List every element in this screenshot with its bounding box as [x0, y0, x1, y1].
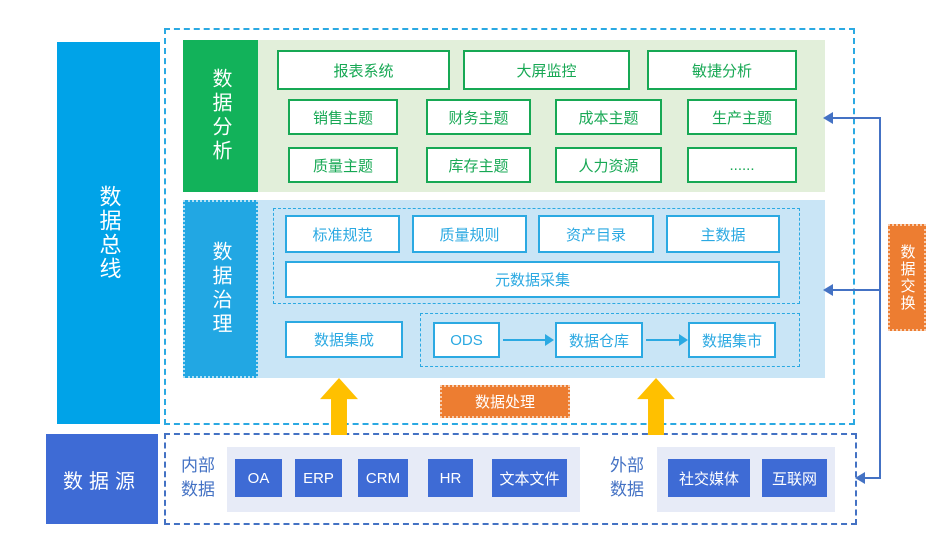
flow-box-ods: ODS — [433, 322, 500, 358]
data-bus-pillar: 数据总线 — [57, 42, 160, 424]
data-processing-box: 数据处理 — [440, 385, 570, 418]
analysis-box-agile-analysis: 敏捷分析 — [647, 50, 797, 90]
analysis-box-hr-theme: 人力资源 — [555, 147, 662, 183]
analysis-box-report-system: 报表系统 — [277, 50, 450, 90]
analysis-box-screen-monitor: 大屏监控 — [463, 50, 630, 90]
exchange-arrow-line-source — [864, 477, 880, 479]
governance-section-label: 数据治理 — [183, 200, 258, 378]
governance-rules-dashed-group — [273, 208, 800, 304]
source-box-internet: 互联网 — [762, 459, 827, 497]
source-box-erp: ERP — [295, 459, 342, 497]
exchange-arrowhead-governance — [823, 284, 833, 296]
analysis-box-ellipsis: ...... — [687, 147, 797, 183]
data-exchange-box: 数据交换 — [888, 224, 926, 331]
exchange-connector-vertical-line — [879, 117, 881, 479]
governance-box-metadata-collection: 元数据采集 — [285, 261, 780, 298]
exchange-arrow-line-analysis — [832, 117, 880, 119]
analysis-box-cost-theme: 成本主题 — [555, 99, 662, 135]
governance-box-master-data: 主数据 — [666, 215, 780, 253]
governance-box-quality-rules: 质量规则 — [412, 215, 527, 253]
analysis-box-inventory-theme: 库存主题 — [426, 147, 531, 183]
source-box-crm: CRM — [358, 459, 408, 497]
governance-box-standards: 标准规范 — [285, 215, 400, 253]
analysis-box-finance-theme: 财务主题 — [426, 99, 531, 135]
source-box-hr: HR — [428, 459, 473, 497]
governance-box-asset-catalog: 资产目录 — [538, 215, 654, 253]
warehouse-flow-dashed-group — [420, 313, 800, 367]
data-source-pillar: 数据源 — [46, 434, 158, 524]
analysis-box-production-theme: 生产主题 — [687, 99, 797, 135]
source-box-text-files: 文本文件 — [492, 459, 567, 497]
analysis-box-sales-theme: 销售主题 — [288, 99, 398, 135]
exchange-arrow-line-governance — [832, 289, 880, 291]
external-data-label: 外部数据 — [610, 456, 644, 499]
main-dashed-container — [164, 28, 855, 425]
analysis-section-label: 数据分析 — [183, 40, 258, 192]
arrow-ods-to-warehouse — [503, 334, 554, 346]
governance-box-data-integration: 数据集成 — [285, 321, 403, 358]
exchange-arrowhead-analysis — [823, 112, 833, 124]
arrow-warehouse-to-mart — [646, 334, 688, 346]
source-box-oa: OA — [235, 459, 282, 497]
flow-box-data-warehouse: 数据仓库 — [555, 322, 643, 358]
analysis-box-quality-theme: 质量主题 — [288, 147, 398, 183]
internal-data-label: 内部数据 — [181, 456, 215, 499]
flow-box-data-mart: 数据集市 — [688, 322, 776, 358]
exchange-arrowhead-source — [855, 472, 865, 484]
source-box-social-media: 社交媒体 — [668, 459, 750, 497]
